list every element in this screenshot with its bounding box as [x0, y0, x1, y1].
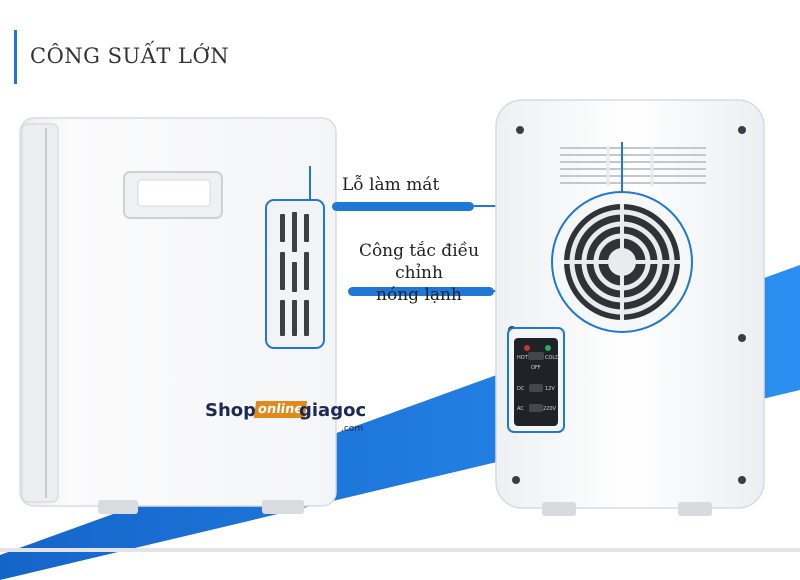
- panel-220v-label: 220V: [543, 406, 557, 412]
- watermark-giagoc: giagoc: [299, 400, 367, 421]
- vent-highlight: [265, 166, 325, 349]
- panel-hot-label: HOT: [517, 355, 529, 361]
- panel-off-label: OFF: [531, 365, 541, 371]
- switch-callout-line2: nóng lạnh: [376, 285, 462, 305]
- panel-dc-label: DC: [517, 386, 525, 392]
- header-accent-bar: [14, 30, 17, 84]
- panel-12v-label: 12V: [545, 386, 555, 392]
- vent-callout-label: Lỗ làm mát: [342, 175, 440, 195]
- floor-shadow: [0, 548, 800, 552]
- switch-callout-line1: Công tắc điều chỉnh: [358, 241, 480, 283]
- shop-watermark-logo: Shop online giagoc .com: [205, 398, 375, 448]
- page-title: CÔNG SUẤT LỚN: [30, 44, 230, 68]
- switch-connector: [348, 287, 494, 296]
- right-fridge: [495, 99, 765, 516]
- watermark-shop: Shop: [205, 400, 257, 421]
- vent-connector: [332, 202, 474, 211]
- watermark-com: .com: [341, 424, 364, 434]
- panel-ac-label: AC: [517, 406, 524, 412]
- switch-callout-label: Công tắc điều chỉnh nóng lạnh: [334, 240, 504, 306]
- panel-cold-label: COLD: [545, 355, 559, 361]
